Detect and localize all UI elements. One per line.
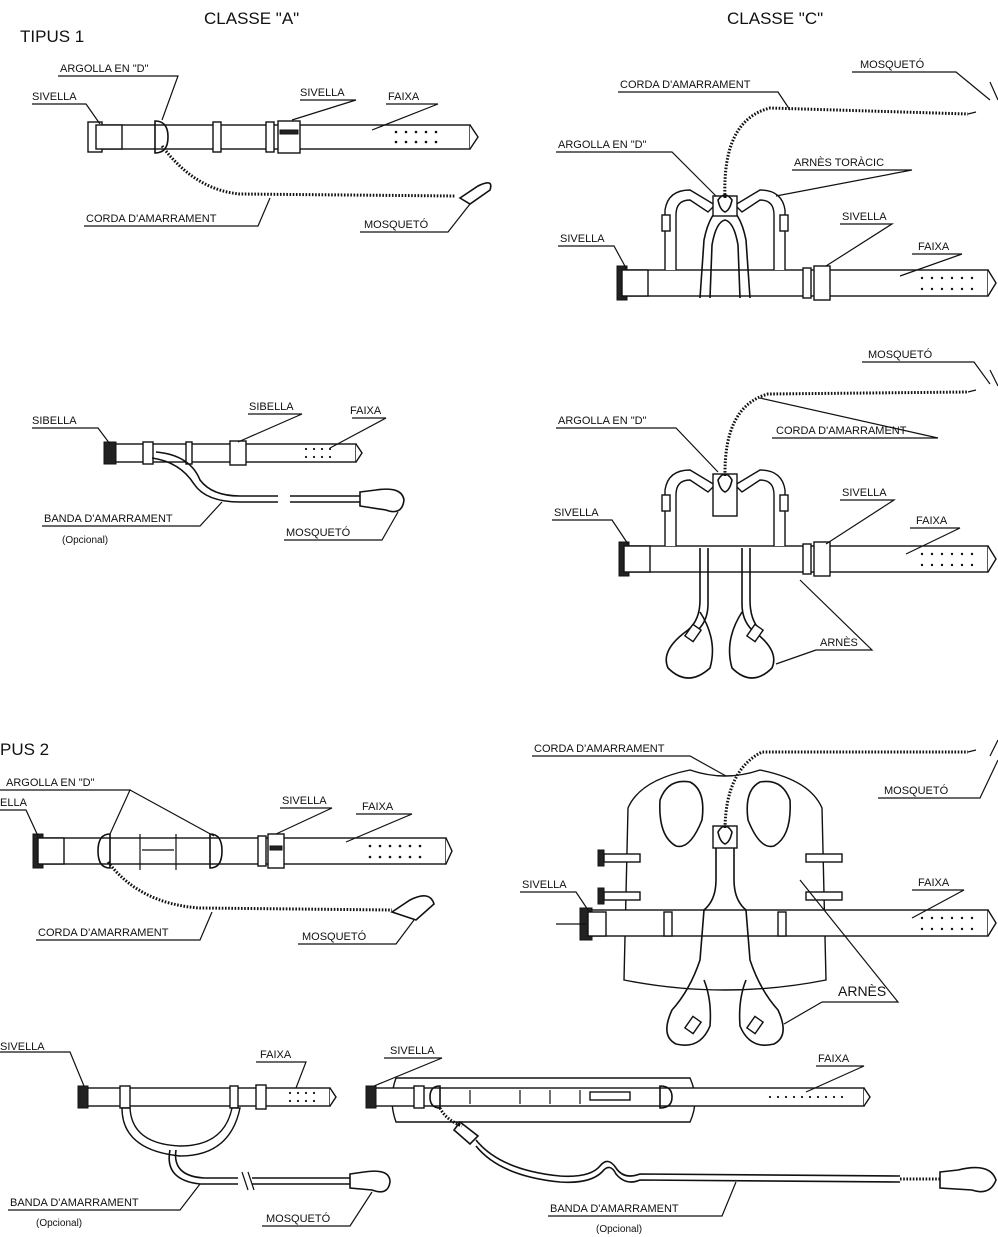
label-sivella: SIVELLA xyxy=(522,879,567,891)
label-mosqueto: MOSQUETÓ xyxy=(286,526,351,539)
label-sivella: SIVELLA xyxy=(282,795,327,807)
label-corda: CORDA D'AMARRAMENT xyxy=(38,927,169,939)
label-sivella: SIVELLA xyxy=(0,1041,45,1053)
label-sivella: SIVELLA xyxy=(390,1045,435,1057)
label-mosqueto: MOSQUETÓ xyxy=(266,1212,331,1225)
label-opcional: (Opcional) xyxy=(62,535,108,546)
label-mosqueto: MOSQUETÓ xyxy=(868,348,933,361)
label-faixa: FAIXA xyxy=(260,1049,292,1061)
label-sivella: SIVELLA xyxy=(554,507,599,519)
label-mosqueto: MOSQUETÓ xyxy=(302,930,367,943)
label-corda: CORDA D'AMARRAMENT xyxy=(620,79,751,91)
label-opcional: (Opcional) xyxy=(36,1218,82,1229)
belt-holes xyxy=(368,844,422,859)
label-faixa: FAIXA xyxy=(388,91,420,103)
label-sibella: SIBELLA xyxy=(249,401,294,413)
label-sivella: ELLA xyxy=(0,797,28,809)
label-corda: CORDA D'AMARRAMENT xyxy=(86,213,217,225)
label-faixa: FAIXA xyxy=(362,801,394,813)
label-argolla: ARGOLLA EN "D" xyxy=(558,139,647,151)
figure-class-c-arnes: MOSQUETÓ ARGOLLA EN "D" CORDA D'AMARRAME… xyxy=(552,348,998,679)
header-tipus1: TIPUS 1 xyxy=(20,27,84,46)
label-sivella: SIVELLA xyxy=(32,91,77,103)
belt-holes xyxy=(304,447,332,459)
label-argolla: ARGOLLA EN "D" xyxy=(558,415,647,427)
label-faixa: FAIXA xyxy=(350,405,382,417)
header-class-a: CLASSE "A" xyxy=(204,9,299,28)
label-arnes: ARNÈS xyxy=(820,636,858,649)
figure-tipus2-padded: SIVELLA FAIXA BANDA D'AMARRAMENT (Opcion… xyxy=(365,1045,997,1235)
figure-class-a-tipus1: SIVELLA ARGOLLA EN "D" SIVELLA FAIXA COR… xyxy=(32,63,492,233)
label-opcional: (Opcional) xyxy=(596,1224,642,1235)
label-corda: CORDA D'AMARRAMENT xyxy=(534,743,665,755)
label-arnes-toracic: ARNÈS TORÀCIC xyxy=(794,156,884,169)
belt-holes xyxy=(920,276,974,291)
figure-class-a-tipus2: ARGOLLA EN "D" ELLA SIVELLA FAIXA CORDA … xyxy=(0,777,453,945)
belt-holes xyxy=(920,552,974,567)
belt-holes xyxy=(394,130,438,144)
label-argolla: ARGOLLA EN "D" xyxy=(6,777,95,789)
label-banda: BANDA D'AMARRAMENT xyxy=(10,1197,139,1209)
belt-holes xyxy=(768,1095,844,1099)
label-faixa: FAIXA xyxy=(918,877,950,889)
label-banda: BANDA D'AMARRAMENT xyxy=(550,1203,679,1215)
label-corda: CORDA D'AMARRAMENT xyxy=(776,425,907,437)
figure-tipus2-seat: SIVELLA FAIXA BANDA D'AMARRAMENT (Opcion… xyxy=(0,1041,391,1229)
figure-class-c-vest: CORDA D'AMARRAMENT MOSQUETÓ SIVELLA FAIX… xyxy=(520,739,998,1046)
label-mosqueto: MOSQUETÓ xyxy=(884,784,949,797)
label-sivella: SIVELLA xyxy=(560,233,605,245)
label-sivella: SIVELLA xyxy=(842,487,887,499)
belt-holes xyxy=(920,916,974,931)
header-tipus2: PUS 2 xyxy=(0,740,49,759)
figure-class-c-toracic: CORDA D'AMARRAMENT MOSQUETÓ ARGOLLA EN "… xyxy=(556,58,998,301)
label-faixa: FAIXA xyxy=(916,515,948,527)
label-faixa: FAIXA xyxy=(818,1053,850,1065)
label-sibella: SIBELLA xyxy=(32,415,77,427)
label-argolla: ARGOLLA EN "D" xyxy=(60,63,149,75)
label-banda: BANDA D'AMARRAMENT xyxy=(44,513,173,525)
label-mosqueto: MOSQUETÓ xyxy=(364,218,429,231)
label-faixa: FAIXA xyxy=(918,241,950,253)
label-sivella: SIVELLA xyxy=(842,211,887,223)
header-class-c: CLASSE "C" xyxy=(727,9,823,28)
label-mosqueto: MOSQUETÓ xyxy=(860,58,925,71)
belt-holes xyxy=(288,1091,316,1103)
label-sivella: SIVELLA xyxy=(300,87,345,99)
figure-class-a-banda: SIBELLA SIBELLA FAIXA BANDA D'AMARRAMENT… xyxy=(32,401,405,546)
label-arnes: ARNÈS xyxy=(838,983,886,999)
